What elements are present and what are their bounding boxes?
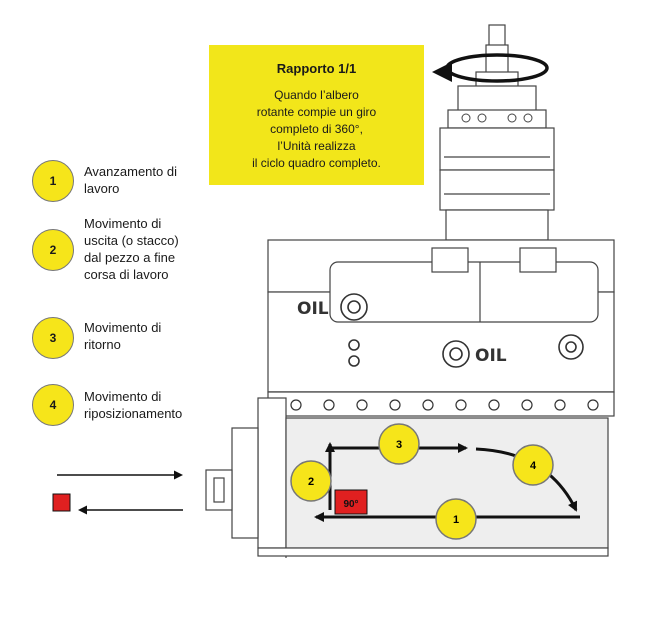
bolt-row [290, 399, 599, 411]
angle-label: 90° [343, 499, 358, 510]
oil-label-left: OIL [297, 299, 329, 319]
legend-text-4: Movimento di riposizionamento [84, 388, 219, 422]
legend-text-1: Avanzamento di lavoro [84, 163, 219, 197]
lower-body [205, 397, 609, 558]
info-line: completo di 360°, [270, 122, 363, 136]
legend-line: Movimento di [84, 389, 162, 404]
legend-marker-1: 1 [32, 160, 74, 202]
cycle-marker-4-label: 4 [530, 460, 537, 472]
legend-marker-4: 4 [32, 384, 74, 426]
legend-line: lavoro [84, 181, 120, 196]
cycle-marker-4: 4 [512, 444, 554, 486]
rotation-arrow-icon [432, 53, 549, 83]
info-line: Quando l’albero [274, 88, 359, 102]
info-box-title: Rapporto 1/1 [276, 61, 357, 76]
cycle-marker-2-label: 2 [308, 476, 314, 488]
legend-text-3: Movimento di ritorno [84, 319, 219, 353]
legend-line: uscita (o stacco) [84, 233, 179, 248]
legend-marker-3: 3 [32, 317, 74, 359]
rotating-shaft [439, 24, 555, 241]
oil-label-center: OIL [475, 346, 507, 366]
legend-line: Avanzamento di [84, 164, 177, 179]
info-box-text: Quando l’albero rotante compie un giro c… [209, 87, 424, 172]
info-line: il ciclo quadro completo. [252, 156, 381, 170]
cycle-marker-2: 2 [290, 460, 332, 502]
info-line: rotante compie un giro [256, 105, 377, 119]
legend-text-2: Movimento di uscita (o stacco) dal pezzo… [84, 215, 219, 283]
info-line: l’Unità realizza [277, 139, 356, 153]
legend-line: riposizionamento [84, 406, 183, 421]
legend-marker-2: 2 [32, 229, 74, 271]
legend-line: dal pezzo a fine [84, 250, 176, 265]
legend-line: corsa di lavoro [84, 267, 169, 282]
red-square-marker [52, 493, 71, 512]
angle-box [334, 489, 368, 515]
cycle-marker-1-label: 1 [453, 514, 459, 526]
cycle-marker-3: 3 [378, 423, 420, 465]
shaft-bolts [461, 113, 533, 123]
cycle-marker-3-label: 3 [396, 439, 402, 451]
legend-line: Movimento di [84, 320, 162, 335]
cycle-marker-1: 1 [435, 498, 477, 540]
upper-fittings [340, 293, 584, 368]
info-box: Rapporto 1/1 Quando l’albero rotante com… [209, 45, 424, 185]
legend-line: Movimento di [84, 216, 162, 231]
legend-line: ritorno [84, 337, 121, 352]
upper-body [267, 239, 615, 417]
